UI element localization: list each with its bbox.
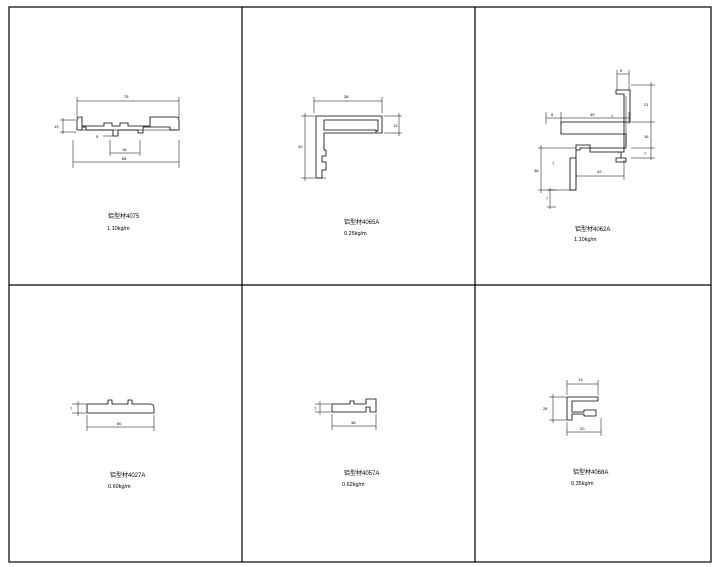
profile-name-4068a: 铝型材4068A: [573, 468, 608, 476]
dim-left-small: 7: [546, 196, 549, 201]
dim-right-mid: 16: [644, 134, 649, 139]
dim-side-2: 7: [617, 150, 620, 155]
dim-width: 38: [351, 420, 356, 425]
dim-right-upper: 21: [644, 102, 649, 107]
dim-bottom: 20: [580, 426, 585, 431]
profile-drawing-4065a: 38 13 43: [298, 94, 402, 181]
dim-top-width: 38: [344, 94, 349, 99]
profile-drawing-4062a: 5 8 49 21 16 7 7 7 7 42 3: [534, 68, 655, 209]
dim-bottom-mid: 42: [597, 169, 602, 174]
dim-top-mid: 49: [590, 112, 595, 117]
dim-left-height: 38: [534, 168, 539, 173]
dim-bottom-width: 68: [122, 156, 127, 161]
profile-weight-4065a: 0.25kg/m: [344, 231, 367, 237]
profile-drawing-4068a: 13 28 20: [543, 377, 602, 436]
dim-right-low: 7: [644, 151, 647, 156]
dim-height: 7: [314, 406, 317, 411]
dim-width: 60: [117, 421, 122, 426]
dim-small: 5: [96, 134, 99, 139]
dim-top-left: 8: [551, 112, 554, 117]
dim-height: 28: [543, 406, 548, 411]
profile-name-4057a: 铝型材4057A: [344, 469, 379, 477]
dim-left-height: 43: [298, 144, 303, 149]
profile-weight-4068a: 0.35kg/m: [571, 481, 594, 487]
dim-overall-width: 75: [124, 94, 129, 99]
profile-name-4027a: 铝型材4027A: [110, 471, 145, 479]
dim-top: 13: [578, 377, 583, 382]
dim-side: 7: [611, 114, 614, 119]
dim-top-small: 5: [620, 68, 623, 73]
profile-drawing-4075: 75 13 5 18 68: [54, 94, 180, 168]
profile-weight-4075: 1.10kg/m: [107, 226, 130, 232]
dim-slot: 18: [122, 147, 127, 152]
profile-weight-4062a: 1.10kg/m: [574, 237, 597, 243]
profile-name-4065a: 铝型材4065A: [344, 218, 379, 226]
dim-height: 7: [70, 406, 73, 411]
profile-drawing-4027a: 7 60: [70, 399, 155, 431]
profile-name-4062a: 铝型材4062A: [575, 225, 610, 233]
dim-mid-small: 7: [552, 161, 555, 166]
dim-height: 13: [54, 124, 59, 129]
profile-drawing-4057a: 7 38: [314, 398, 377, 430]
profile-name-4075: 铝型材4075: [108, 212, 140, 220]
dim-right-height: 13: [393, 123, 398, 128]
profile-weight-4027a: 0.60kg/m: [108, 484, 131, 490]
profile-weight-4057a: 0.62kg/m: [342, 482, 365, 488]
